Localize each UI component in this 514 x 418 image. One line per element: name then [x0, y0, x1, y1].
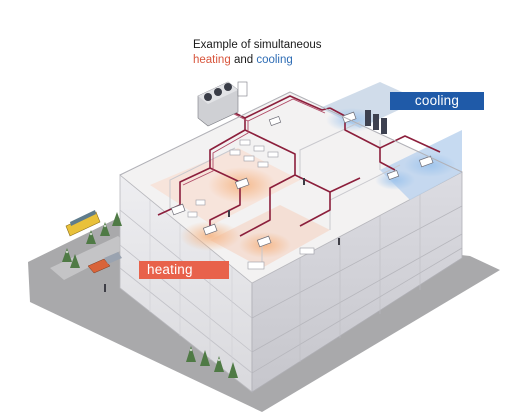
heating-label: heating — [139, 261, 229, 279]
caption-line-1: Example of simultaneous — [193, 39, 322, 51]
indoor-units — [170, 111, 434, 248]
right-face-floor-lines — [251, 205, 463, 374]
sidewalk — [50, 236, 130, 280]
caption-heating-word: heating — [193, 54, 231, 66]
trees — [62, 212, 238, 378]
cooling-glow-3 — [375, 170, 415, 190]
bus — [65, 210, 101, 237]
caption-and-word: and — [233, 54, 254, 66]
roof-edge — [119, 91, 463, 176]
diagram-caption: Example of simultaneous heating and cool… — [193, 38, 321, 68]
heating-glow-2 — [180, 221, 240, 251]
outdoor-unit — [197, 81, 248, 127]
people — [104, 178, 340, 292]
server-racks — [365, 110, 387, 134]
cooling-glow-2 — [404, 153, 456, 177]
tree-snow — [65, 224, 221, 362]
office-desks — [187, 139, 315, 270]
cars — [87, 252, 122, 274]
caption-line-2: heating and cooling — [193, 53, 321, 68]
caption-cooling-word: cooling — [256, 54, 293, 66]
right-face-windows — [299, 194, 421, 362]
cooling-label: cooling — [390, 92, 484, 110]
refrigerant-pipes-secondary — [182, 98, 326, 186]
